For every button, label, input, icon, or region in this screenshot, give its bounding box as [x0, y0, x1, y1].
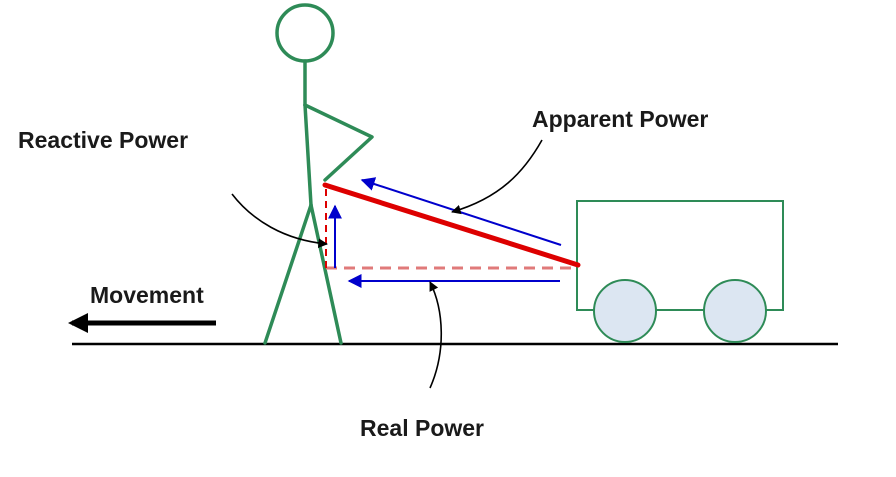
figure-torso: [303, 103, 313, 207]
figure-head: [275, 3, 335, 63]
real-power-label: Real Power: [360, 415, 484, 441]
apparent-power-label: Apparent Power: [532, 106, 708, 132]
real-power-leader: [429, 281, 443, 389]
figure-right-leg: [309, 203, 343, 345]
apparent-power-arrow: [360, 177, 562, 246]
figure-arm: [303, 103, 374, 182]
reactive-power-leader: [231, 193, 328, 248]
cart-wheel-right: [703, 279, 767, 343]
figure-left-leg: [263, 203, 313, 345]
reactive-power-label: Reactive Power: [18, 127, 188, 153]
movement-label: Movement: [90, 282, 204, 308]
stick-figure: [263, 3, 374, 345]
cart-wheel-left: [593, 279, 657, 343]
apparent-power-vector: [322, 182, 581, 268]
cart: [576, 200, 784, 343]
apparent-power-leader: [451, 139, 543, 215]
